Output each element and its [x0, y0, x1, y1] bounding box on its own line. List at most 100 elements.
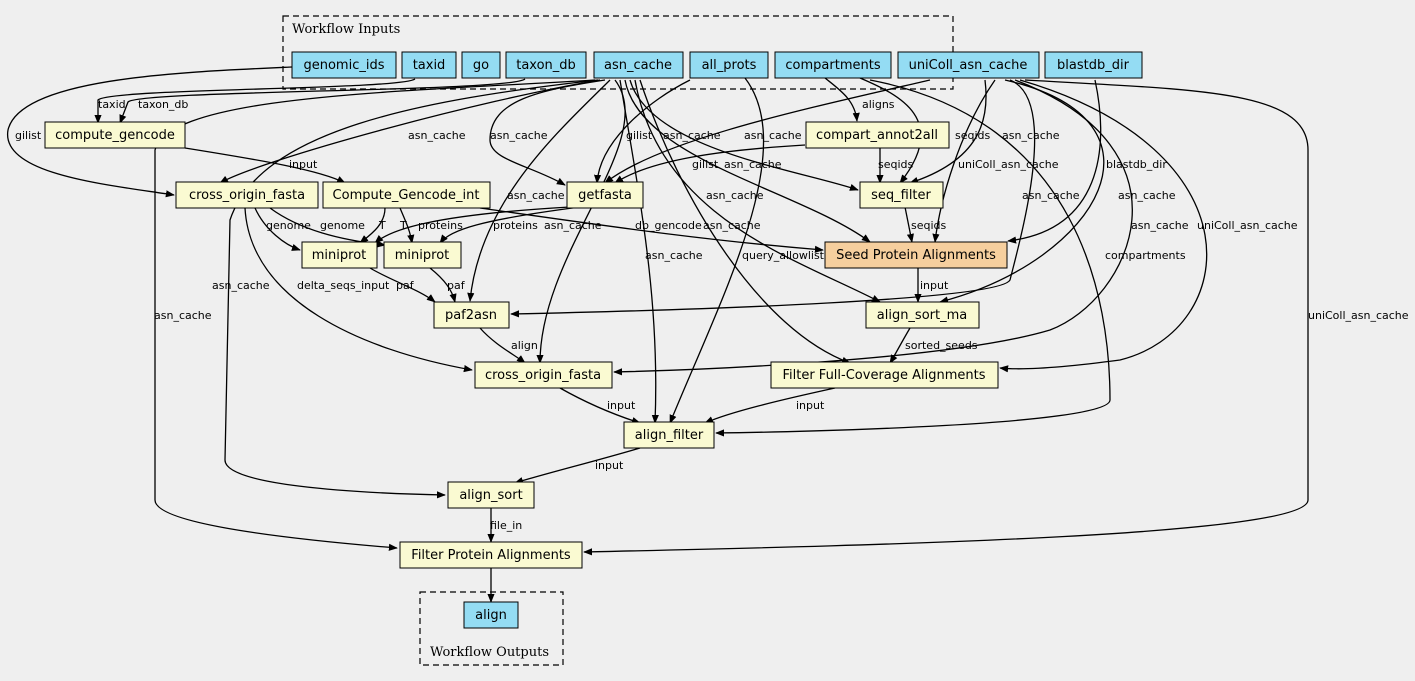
edge-label-compartments: compartments [1105, 249, 1186, 262]
edge-taxon-db-to-compute-gencode [119, 78, 526, 124]
svg-text:taxon_db: taxon_db [516, 58, 576, 73]
node-paf2asn[interactable]: paf2asn [433, 301, 510, 329]
node-taxid[interactable]: taxid [401, 51, 457, 79]
edge-all-prots-to-align-filter [669, 77, 765, 424]
svg-text:all_prots: all_prots [702, 58, 757, 73]
node-compute-gencode-int[interactable]: Compute_Gencode_int [322, 181, 491, 209]
edge-label-sorted-seeds: sorted_seeds [905, 339, 978, 352]
edge-labels: taxid taxon_db gilist asn_cache asn_cach… [15, 98, 1409, 532]
svg-text:seq_filter: seq_filter [871, 188, 931, 203]
edge-label-genome-1: genome [266, 219, 311, 232]
edge-label-asn-cache-1: asn_cache [408, 129, 466, 142]
node-cross-origin-fasta-2[interactable]: cross_origin_fasta [474, 361, 613, 389]
edge-label-input-5: input [595, 459, 624, 472]
edge-label-input-1: input [289, 158, 318, 171]
svg-text:go: go [473, 58, 489, 73]
edge-miniprot-1-to-paf2asn [369, 267, 436, 303]
edge-asn-cache-to-seed-protein-alignments [624, 79, 871, 243]
edge-label-asn-cache-11: asn_cache [703, 219, 761, 232]
nodes: genomic_ids taxid go taxon_db asn_cache … [44, 51, 1143, 629]
edge-getfasta-to-miniprot-2 [439, 206, 581, 244]
node-align-sort-ma[interactable]: align_sort_ma [865, 301, 980, 329]
edge-asn-cache-to-cross-origin-fasta-1 [219, 79, 601, 184]
edge-label-asn-cache-3: asn_cache [663, 129, 721, 142]
edge-uniColl-to-align-sort-ma [939, 79, 1105, 304]
node-blastdb-dir[interactable]: blastdb_dir [1044, 51, 1143, 79]
node-align[interactable]: align [463, 601, 519, 629]
node-all-prots[interactable]: all_prots [689, 51, 769, 79]
edge-label-delta-seqs-input: delta_seqs_input [297, 279, 390, 292]
node-cross-origin-fasta-1[interactable]: cross_origin_fasta [175, 181, 319, 209]
edge-label-asn-cache-13: asn_cache [645, 249, 703, 262]
edge-label-asn-cache-15: asn_cache [154, 309, 212, 322]
node-miniprot-1[interactable]: miniprot [301, 241, 378, 269]
edge-taxid-to-compute-gencode [94, 78, 416, 124]
edge-label-asn-cache-6: asn_cache [724, 158, 782, 171]
svg-text:compartments: compartments [785, 58, 880, 73]
edge-compartments-to-compart-annot2all [824, 77, 860, 122]
edge-label-input-2: input [920, 279, 949, 292]
workflow-inputs-cluster: Workflow Inputs [282, 15, 954, 90]
svg-text:cross_origin_fasta: cross_origin_fasta [189, 188, 305, 203]
edge-align-filter-to-align-sort [514, 447, 641, 484]
edge-label-query-allowlist: query_allowlist [742, 249, 825, 262]
node-seq-filter[interactable]: seq_filter [859, 181, 944, 209]
edge-label-asn-cache-10: asn_cache [544, 219, 602, 232]
svg-text:compart_annot2all: compart_annot2all [816, 128, 938, 143]
edge-filter-full-coverage-to-align-filter [704, 387, 836, 424]
node-align-filter[interactable]: align_filter [623, 421, 715, 449]
svg-text:cross_origin_fasta: cross_origin_fasta [485, 368, 601, 383]
edge-label-taxon-db: taxon_db [138, 98, 188, 111]
node-go[interactable]: go [461, 51, 501, 79]
edge-label-uniColl-asn-cache-3: uniColl_asn_cache [1308, 309, 1409, 322]
edge-label-taxid: taxid [98, 98, 126, 111]
node-seed-protein-alignments[interactable]: Seed Protein Alignments [824, 241, 1008, 269]
edge-label-uniColl-asn-cache-1: uniColl_asn_cache [958, 158, 1059, 171]
edge-label-blastdb-dir: blastdb_dir [1106, 158, 1167, 171]
svg-text:blastdb_dir: blastdb_dir [1057, 58, 1130, 73]
edge-label-asn-cache-4: asn_cache [744, 129, 802, 142]
edge-cross-origin-fasta-to-cross-origin-fasta-2 [244, 207, 473, 373]
svg-text:uniColl_asn_cache: uniColl_asn_cache [909, 58, 1028, 73]
edge-label-paf-1: paf [396, 279, 415, 292]
node-filter-protein-alignments[interactable]: Filter Protein Alignments [399, 541, 583, 569]
svg-text:miniprot: miniprot [395, 248, 450, 263]
node-miniprot-2[interactable]: miniprot [383, 241, 462, 269]
edge-uniColl-to-seed-protein-alignments [932, 79, 996, 243]
node-genomic-ids[interactable]: genomic_ids [291, 51, 397, 79]
node-uniColl-asn-cache[interactable]: uniColl_asn_cache [897, 51, 1040, 79]
edge-asn-cache-to-paf2asn [467, 79, 611, 302]
edge-label-input-4: input [796, 399, 825, 412]
edge-cross-origin-fasta-2-to-align-filter [559, 387, 641, 424]
node-asn-cache[interactable]: asn_cache [593, 51, 684, 79]
edge-compart-annot2all-to-getfasta [614, 144, 806, 184]
edge-label-align: align [511, 339, 538, 352]
edge-label-asn-cache-2: asn_cache [490, 129, 548, 142]
edge-miniprot-2-to-paf2asn [429, 267, 457, 303]
edge-blastdb-dir-to-seed-protein-alignments [1007, 79, 1102, 244]
node-taxon-db[interactable]: taxon_db [505, 51, 587, 79]
edge-label-asn-cache-12: asn_cache [1131, 219, 1189, 232]
edge-paf2asn-to-cross-origin-fasta-2 [479, 327, 526, 364]
svg-text:taxid: taxid [413, 58, 446, 73]
node-getfasta[interactable]: getfasta [566, 181, 644, 209]
edge-asn-cache-to-align-filter [619, 79, 659, 424]
edge-uniColl-to-cross-origin-fasta-2 [613, 79, 1133, 376]
node-align-sort[interactable]: align_sort [447, 481, 535, 509]
edge-label-aligns: aligns [862, 98, 895, 111]
edge-compartments-to-seq-filter [859, 77, 922, 184]
node-compute-gencode[interactable]: compute_gencode [44, 121, 186, 149]
edge-uniColl-to-getfasta [604, 79, 931, 184]
edge-label-file-in: file_in [490, 519, 522, 532]
node-filter-full-coverage[interactable]: Filter Full-Coverage Alignments [770, 361, 999, 389]
node-compartments[interactable]: compartments [774, 51, 892, 79]
node-compart-annot2all[interactable]: compart_annot2all [805, 121, 950, 149]
edge-label-paf-2: paf [447, 279, 466, 292]
edges [7, 66, 1309, 603]
edge-label-asn-cache-8: asn_cache [706, 189, 764, 202]
edge-gencode-int-to-miniprot-2 [399, 207, 415, 244]
edge-asn-cache-to-seq-filter [629, 79, 859, 191]
edge-getfasta-to-miniprot-1 [374, 206, 571, 244]
edge-compartments-to-align-filter [715, 79, 1111, 437]
